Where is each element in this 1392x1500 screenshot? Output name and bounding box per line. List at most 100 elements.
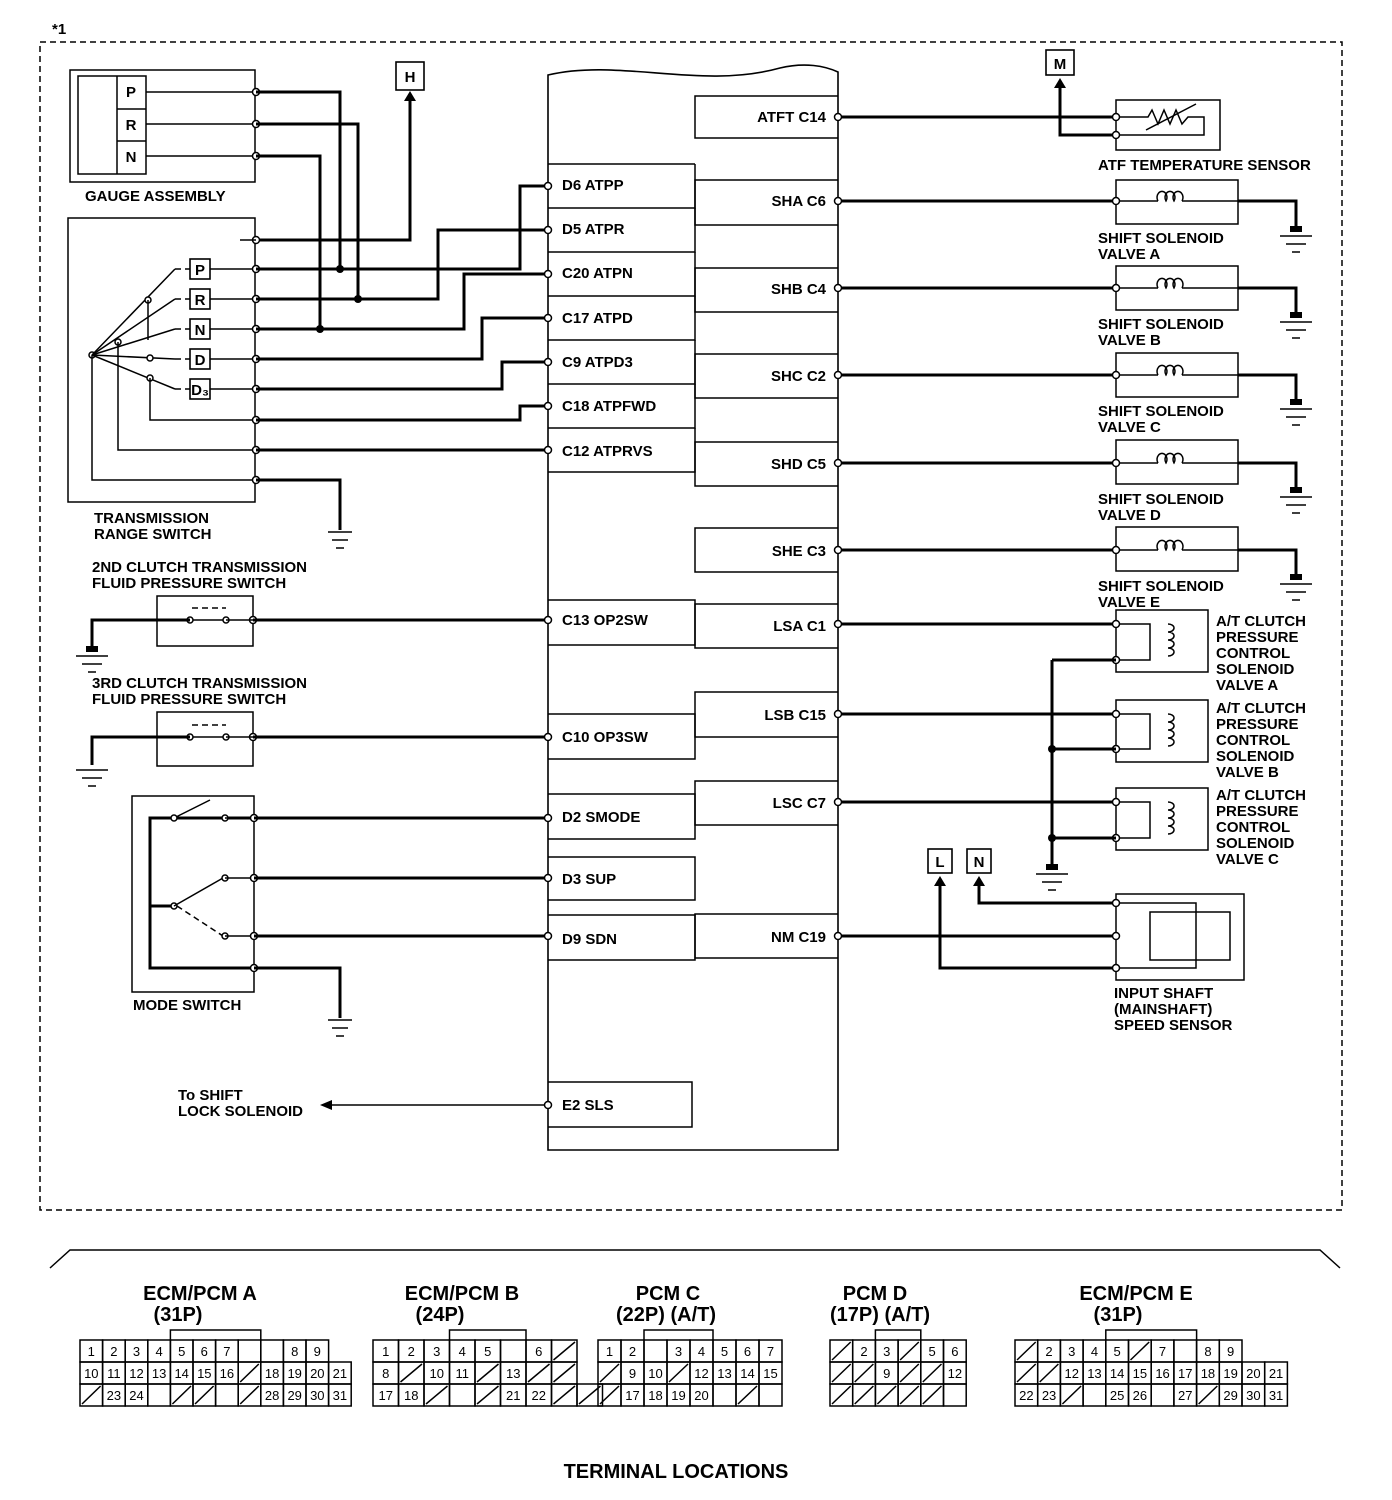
conn-e-sub: (31P) — [1094, 1304, 1143, 1326]
solenoid-b-label-1: SHIFT SOLENOID — [1098, 316, 1224, 333]
valve-b-label-5: VALVE B — [1216, 764, 1279, 781]
terminal-number: 10 — [648, 1366, 662, 1381]
terminal-number: 13 — [152, 1366, 166, 1381]
terminal-number: 26 — [1133, 1388, 1147, 1403]
op2-label-2: FLUID PRESSURE SWITCH — [92, 575, 286, 592]
svg-text:N: N — [195, 322, 206, 339]
terminal-number: 2 — [1045, 1344, 1052, 1359]
terminal-number: 27 — [1178, 1388, 1192, 1403]
terminal-number: 21 — [1269, 1366, 1283, 1381]
terminal-number: 22 — [532, 1388, 546, 1403]
svg-text:P: P — [195, 262, 205, 279]
terminal-cell — [214, 1383, 239, 1407]
terminal-cell — [327, 1383, 352, 1407]
terminal-number: 17 — [1178, 1366, 1192, 1381]
pin-d6-atpp: D6 ATPP — [562, 177, 624, 194]
blank-terminal-slash — [239, 1363, 260, 1383]
conn-b-sub: (24P) — [416, 1304, 465, 1326]
terminal-number: 4 — [698, 1344, 705, 1359]
solenoid-e-label-2: VALVE E — [1098, 594, 1160, 611]
range-switch-wiring — [256, 184, 548, 530]
terminal-number: 18 — [648, 1388, 662, 1403]
terminal-number: 8 — [291, 1344, 298, 1359]
terminal-number: 20 — [310, 1366, 324, 1381]
ground-symbol — [328, 531, 352, 549]
terminal-number: 23 — [1042, 1388, 1056, 1403]
pin-c18-atpfwd: C18 ATPFWD — [562, 398, 656, 415]
terminal-cell — [1150, 1383, 1175, 1407]
solenoid-c-label-2: VALVE C — [1098, 419, 1161, 436]
terminal-number: 18 — [265, 1366, 279, 1381]
range-switch-label-2: RANGE SWITCH — [94, 526, 212, 543]
connector-n: N — [966, 848, 992, 886]
pin-c12-atprvs: C12 ATPRVS — [562, 443, 653, 460]
atf-temperature-sensor — [838, 88, 1221, 151]
terminal-cell — [260, 1339, 285, 1363]
terminal-number: 9 — [629, 1366, 636, 1381]
pin-d5-atpr: D5 ATPR — [562, 221, 625, 238]
svg-text:D₃: D₃ — [191, 382, 209, 399]
terminal-number: 11 — [107, 1366, 121, 1381]
pin-d2-smode: D2 SMODE — [562, 809, 640, 826]
valve-c-label-1: A/T CLUTCH — [1216, 787, 1306, 804]
valve-c-label-3: CONTROL — [1216, 819, 1290, 836]
pin-c20-atpn: C20 ATPN — [562, 265, 633, 282]
terminal-number: 31 — [1269, 1388, 1283, 1403]
shift-solenoid-e — [838, 526, 1312, 601]
terminal-number: 2 — [408, 1344, 415, 1359]
terminal-number: 1 — [606, 1344, 613, 1359]
conn-d-title: PCM D — [843, 1283, 907, 1305]
blank-terminal-slash — [922, 1385, 943, 1405]
connector-l: L — [927, 848, 953, 886]
terminal-number: 7 — [1159, 1344, 1166, 1359]
op2-label-1: 2ND CLUTCH TRANSMISSION — [92, 559, 307, 576]
speed-sensor-label-1: INPUT SHAFT — [1114, 985, 1213, 1002]
blank-terminal-slash — [476, 1363, 499, 1383]
terminal-number: 12 — [129, 1366, 143, 1381]
pin-lsc-c7: LSC C7 — [773, 795, 826, 812]
terminal-number: 20 — [1246, 1366, 1260, 1381]
conn-a-title: ECM/PCM A — [143, 1283, 257, 1305]
conn-a-sub: (31P) — [154, 1304, 203, 1326]
blank-terminal-slash — [1198, 1385, 1218, 1405]
terminal-number: 14 — [1110, 1366, 1124, 1381]
terminal-number: 12 — [694, 1366, 708, 1381]
terminal-number: 15 — [197, 1366, 211, 1381]
op3-label-2: FLUID PRESSURE SWITCH — [92, 691, 286, 708]
terminal-number: 5 — [484, 1344, 491, 1359]
terminal-number: 2 — [629, 1344, 636, 1359]
terminal-number: 23 — [107, 1388, 121, 1403]
terminal-section-bracket — [49, 1249, 1341, 1269]
solenoid-e-label-1: SHIFT SOLENOID — [1098, 578, 1224, 595]
terminal-number: 5 — [721, 1344, 728, 1359]
blank-terminal-slash — [553, 1385, 576, 1405]
blank-terminal-slash — [553, 1363, 576, 1383]
input-shaft-speed-sensor — [838, 886, 1245, 981]
diagram-frame — [39, 41, 1343, 1211]
terminal-number: 14 — [740, 1366, 754, 1381]
conn-d-sub: (17P) (A/T) — [830, 1304, 930, 1326]
blank-terminal-slash — [400, 1363, 423, 1383]
terminal-cell — [712, 1383, 737, 1407]
blank-terminal-slash — [1039, 1363, 1059, 1383]
solenoid-c-label-1: SHIFT SOLENOID — [1098, 403, 1224, 420]
clutch-valves-ground — [1036, 660, 1068, 891]
terminal-number: 10 — [430, 1366, 444, 1381]
pin-nm-c19: NM C19 — [771, 929, 826, 946]
op3-pressure-switch — [76, 711, 548, 787]
terminal-number: 1 — [382, 1344, 389, 1359]
terminal-number: 12 — [1065, 1366, 1079, 1381]
atf-sensor-label: ATF TEMPERATURE SENSOR — [1098, 157, 1311, 174]
blank-terminal-slash — [599, 1363, 620, 1383]
terminal-number: 4 — [459, 1344, 466, 1359]
terminal-number: 4 — [155, 1344, 162, 1359]
pin-shc-c2: SHC C2 — [771, 368, 826, 385]
valve-b-label-4: SOLENOID — [1216, 748, 1295, 765]
blank-terminal-slash — [1016, 1363, 1037, 1383]
